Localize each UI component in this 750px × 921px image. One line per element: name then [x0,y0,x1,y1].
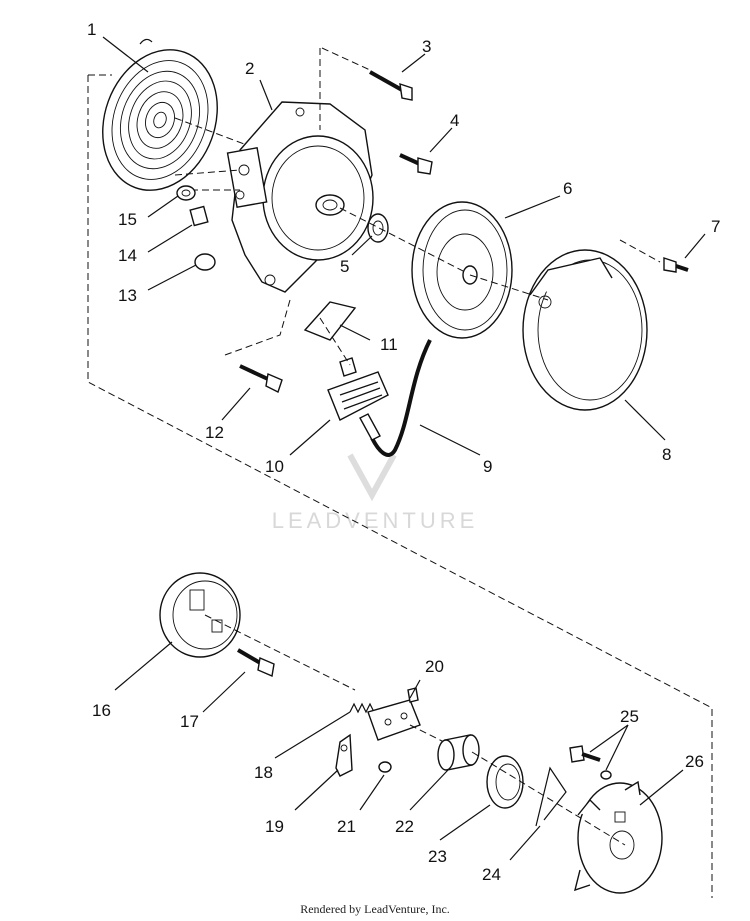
callout-6: 6 [563,179,572,198]
part-24-wire-spring [535,766,567,827]
part-5-bushing [367,213,389,243]
callout-labels: 1 2 3 4 5 6 7 8 9 10 11 12 13 14 15 16 1… [87,20,720,884]
part-15-washer [176,185,196,201]
part-2-starter-housing [174,48,374,293]
watermark-logo: LEADVENTURE [272,453,479,533]
part-16-pawl-housing [159,572,356,691]
callout-18: 18 [254,763,273,782]
part-9-starter-rope [370,339,432,457]
callout-13: 13 [118,286,137,305]
part-25-bolt-washer [569,745,612,780]
upper-assembly-frame [87,74,713,898]
part-10-starter-handle [327,371,389,441]
callout-21: 21 [337,817,356,836]
callout-24: 24 [482,865,501,884]
part-20-pawl-bracket [367,687,453,747]
callout-20: 20 [425,657,444,676]
callout-2: 2 [245,59,254,78]
part-6-pulley [339,201,513,339]
watermark-text: LEADVENTURE [272,508,479,533]
callout-14: 14 [118,246,137,265]
part-21-pin [378,761,392,773]
callout-19: 19 [265,817,284,836]
part-22-drum [437,734,480,771]
callout-15: 15 [118,210,137,229]
part-17-bolt [236,648,275,677]
callout-25: 25 [620,707,639,726]
callout-26: 26 [685,752,704,771]
leader-lines [102,36,706,861]
callout-3: 3 [422,37,431,56]
part-11-handle-insert [303,301,357,377]
callout-7: 7 [711,217,720,236]
callout-22: 22 [395,817,414,836]
callout-16: 16 [92,701,111,720]
callout-4: 4 [450,111,459,130]
part-12-bolt [224,299,291,393]
callout-1: 1 [87,20,96,39]
callout-23: 23 [428,847,447,866]
callout-11: 11 [380,335,398,354]
callout-12: 12 [205,423,224,442]
callout-9: 9 [483,457,492,476]
part-23-ring [486,755,524,809]
callout-10: 10 [265,457,284,476]
part-4-bolt [399,153,433,175]
part-8-starter-cover [469,249,648,411]
part-26-mounting-plate [471,751,663,894]
callout-17: 17 [180,712,199,731]
footer-credit: Rendered by LeadVenture, Inc. [300,902,450,916]
part-13-spacer [194,253,216,271]
callout-5: 5 [340,257,349,276]
part-14-nut [189,205,209,227]
callout-8: 8 [662,445,671,464]
part-7-bolt [619,239,689,273]
part-3-bolt [321,47,413,101]
part-18-spring [349,702,375,714]
part-19-pawl [335,733,353,777]
